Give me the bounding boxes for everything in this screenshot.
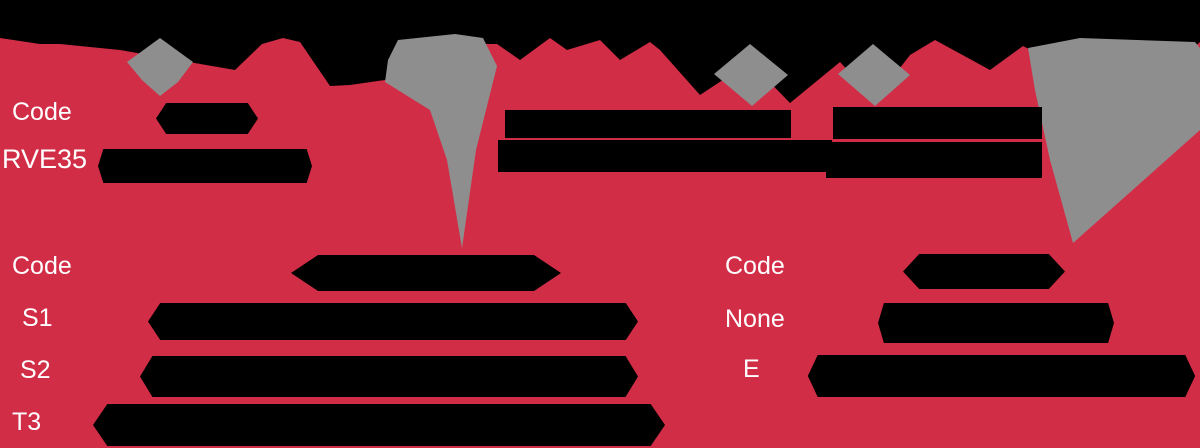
model-code-label: RVE35 — [2, 144, 88, 174]
arrow-feature-note-icon — [838, 44, 910, 106]
voltage-desc-s2: 1PH 0 to 240VAC input or 1PH 220VAC inpu… — [140, 356, 638, 397]
voltage-table-code-header: Code — [12, 252, 72, 280]
arrow-series-icon — [127, 38, 193, 96]
motor-table-value-header: Motor Type — [903, 254, 1065, 289]
motor-table-code-header: Code — [725, 252, 785, 280]
model-number-silhouette — [0, 0, 1200, 248]
model-code-description: Raynen VFD model — [98, 149, 312, 183]
arrow-motor-type-icon — [1028, 38, 1200, 243]
voltage-code-s1: S1 — [22, 304, 53, 332]
voltage-code-s2: S2 — [20, 356, 51, 384]
power-note-line2: Rated power of adapted motor — [498, 140, 832, 172]
voltage-desc-t3: 3PH 0 to 380VAC input or 3PH 380VAC to 4… — [93, 404, 665, 446]
series-table-code-header: Code — [12, 98, 72, 126]
feature-note-line1: B: Built-in braking unit — [833, 107, 1042, 139]
motor-desc-e: Permanent magnet synchronous motor — [808, 355, 1195, 397]
motor-desc-none: Asynchronous motor — [878, 303, 1114, 343]
model-number-black-mass — [0, 0, 1200, 103]
motor-code-e: E — [743, 355, 760, 383]
power-note-line1: R75: 0.75kW 4R0: 4.0kW — [505, 110, 791, 138]
arrow-power-note-icon — [714, 44, 788, 106]
motor-code-none: None — [725, 305, 785, 333]
series-table-value-header: Series — [156, 103, 258, 134]
voltage-desc-s1: 1PH 0 to 120VAC input or 1PH 110VAC inpu… — [148, 303, 638, 340]
arrow-voltage-class-icon — [385, 34, 497, 248]
voltage-table-value-header: Voltage Class — [291, 255, 561, 291]
voltage-code-t3: T3 — [12, 408, 42, 436]
feature-note-line2: Blank: No braking unit — [826, 142, 1042, 178]
